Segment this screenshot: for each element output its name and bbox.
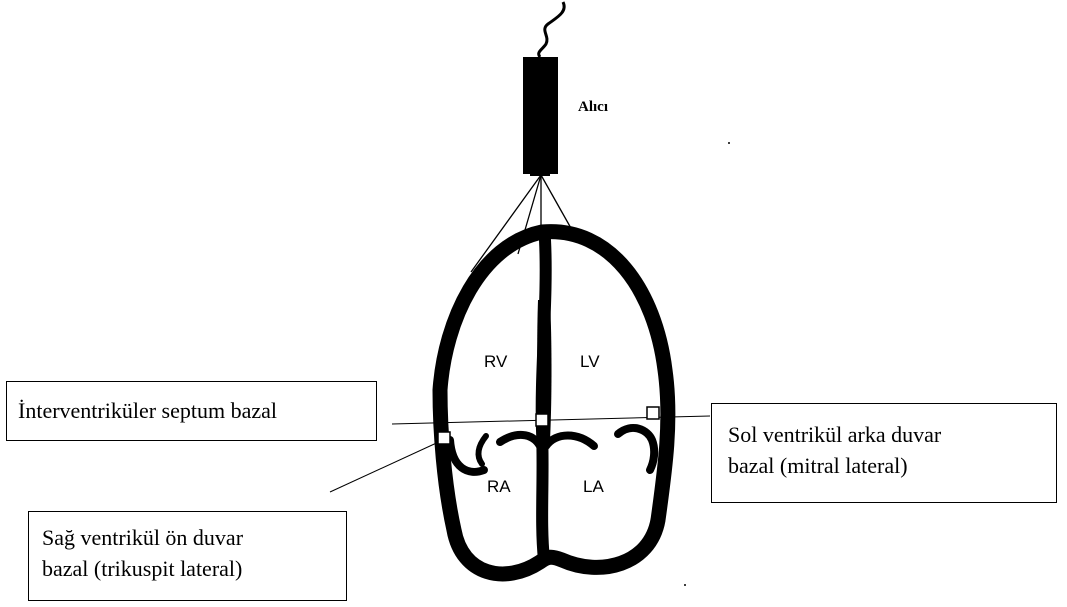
callout-right-wall-line1: Sağ ventrikül ön duvar — [42, 522, 346, 553]
chamber-label-ra: RA — [487, 477, 511, 496]
marker-septum-basal — [536, 414, 548, 426]
callout-septum-text: İnterventriküler septum bazal — [18, 395, 376, 426]
callout-right-wall-line2: bazal (trikuspit lateral) — [42, 553, 346, 584]
probe-tip — [530, 170, 550, 176]
probe-cable — [539, 2, 565, 57]
speck — [728, 142, 730, 144]
leader-line-right-wall — [330, 440, 443, 492]
mitral-valve-lateral — [618, 428, 654, 470]
probe-label: Alıcı — [578, 99, 608, 115]
speck — [684, 584, 686, 586]
callout-left-wall-line1: Sol ventrikül arka duvar — [728, 419, 1056, 450]
marker-mitral-lateral — [647, 407, 659, 419]
callout-left-wall-line2: bazal (mitral lateral) — [728, 450, 1056, 481]
callout-right-ventricle-wall: Sağ ventrikül ön duvar bazal (trikuspit … — [28, 511, 347, 601]
chamber-label-la: LA — [583, 477, 604, 496]
probe-body — [523, 57, 558, 174]
chamber-label-rv: RV — [484, 352, 508, 371]
marker-tricuspid-lateral — [438, 432, 450, 444]
heart-outer-wall — [440, 232, 668, 574]
callout-left-ventricle-wall: Sol ventrikül arka duvar bazal (mitral l… — [711, 403, 1057, 503]
mitral-valve-septal — [546, 436, 594, 447]
chamber-label-lv: LV — [580, 352, 600, 371]
callout-septum-basal: İnterventriküler septum bazal — [6, 381, 377, 441]
tricuspid-valve-tip — [479, 436, 486, 464]
tricuspid-valve-septal — [500, 435, 540, 446]
